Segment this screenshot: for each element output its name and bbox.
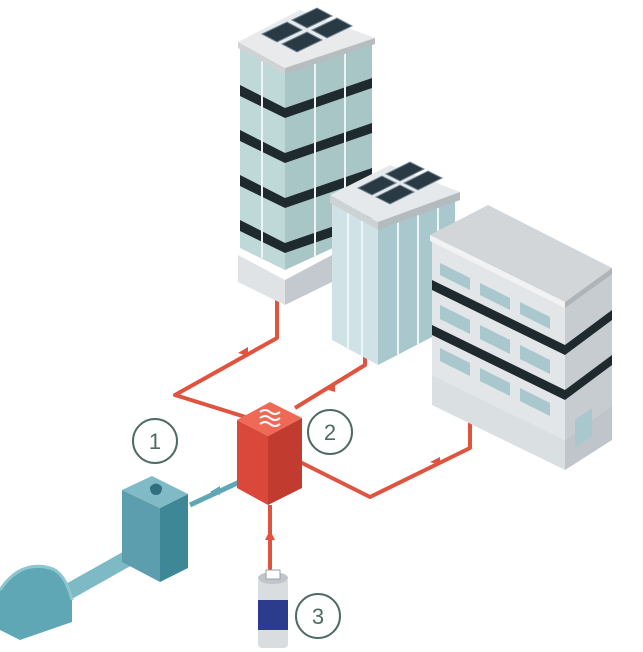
arrow-icon bbox=[238, 347, 248, 356]
callout-2-label: 2 bbox=[324, 420, 336, 445]
arrow-icon bbox=[265, 530, 275, 540]
reservoir bbox=[0, 566, 72, 640]
solar-panel-icon bbox=[356, 161, 444, 205]
callout-3-label: 3 bbox=[312, 604, 324, 629]
arrow-icon bbox=[325, 384, 335, 392]
pipe-to-right-building bbox=[299, 415, 472, 499]
callout-1-label: 1 bbox=[149, 429, 161, 454]
callout-2: 2 bbox=[307, 409, 353, 455]
callout-3: 3 bbox=[295, 593, 341, 639]
callout-1: 1 bbox=[132, 418, 178, 464]
fuel-cylinder bbox=[258, 569, 288, 648]
flow-arrows bbox=[238, 347, 440, 540]
solar-panel-icon bbox=[260, 7, 354, 53]
arrow-icon bbox=[430, 457, 440, 465]
arrow-icon bbox=[210, 486, 220, 495]
water-supply bbox=[0, 475, 250, 640]
water-drop-icon bbox=[150, 483, 162, 495]
heat-waves-icon bbox=[259, 409, 281, 427]
heat-exchanger-unit bbox=[237, 402, 302, 505]
pipe-to-tower bbox=[173, 300, 279, 422]
right-office-building bbox=[430, 205, 612, 470]
